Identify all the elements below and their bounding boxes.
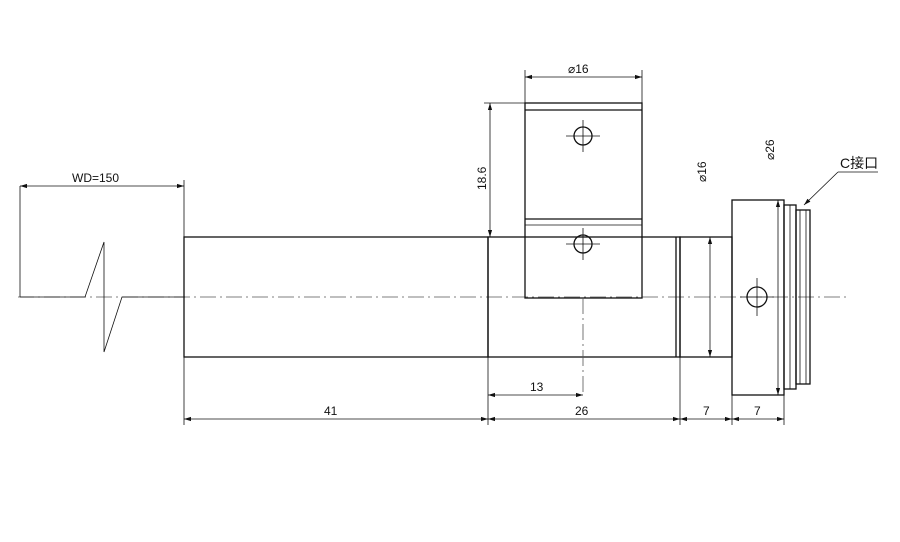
dimension-wd: WD=150 — [20, 171, 185, 237]
wd-label: WD=150 — [72, 171, 119, 185]
flange-diameter-label: ⌀26 — [763, 139, 777, 160]
body-diameter-label: ⌀16 — [695, 161, 709, 182]
flange-length-label: 7 — [754, 404, 761, 418]
dimension-body-diameter: ⌀16 — [695, 161, 713, 357]
dimension-hole-offset: 13 — [488, 380, 583, 398]
dimension-neck-length: 7 — [680, 404, 732, 422]
bracket-height-label: 18.6 — [475, 166, 489, 190]
dimension-tube-length: 41 — [184, 404, 488, 422]
working-distance-break — [19, 186, 185, 353]
dimension-body-length: 26 — [488, 404, 680, 422]
screw-hole-flange — [740, 278, 774, 316]
screw-hole-top — [566, 120, 600, 152]
c-mount-label: C接口 — [840, 155, 878, 171]
bracket-width-label: ⌀16 — [568, 62, 589, 76]
body-length-label: 26 — [575, 404, 589, 418]
flange — [731, 199, 785, 396]
tube-length-label: 41 — [324, 404, 338, 418]
dimension-bracket-height: 18.6 — [475, 102, 525, 237]
dimension-flange-diameter: ⌀26 — [763, 139, 781, 395]
neck-length-label: 7 — [703, 404, 710, 418]
c-mount-thread — [783, 204, 811, 390]
dimension-flange-length: 7 — [732, 404, 784, 422]
c-mount-callout: C接口 — [803, 155, 878, 206]
dimension-bracket-width: ⌀16 — [524, 62, 643, 103]
mounting-bracket — [524, 102, 643, 299]
hole-offset-label: 13 — [530, 380, 544, 394]
screw-hole-middle — [566, 228, 600, 260]
